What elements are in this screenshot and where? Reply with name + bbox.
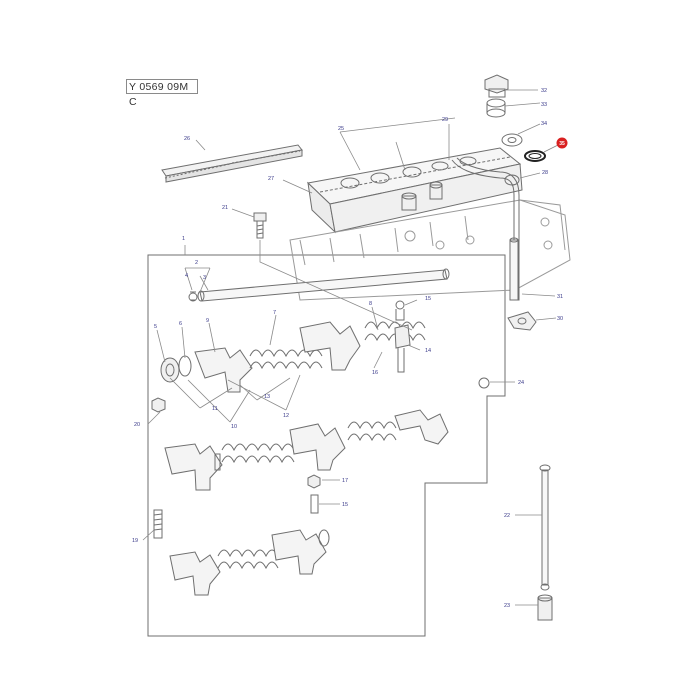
callout-label: 27 <box>268 176 274 182</box>
callout-label: 19 <box>132 538 138 544</box>
callout-label: 3 <box>203 275 206 281</box>
callout-label: 25 <box>338 126 344 132</box>
leader-lines <box>142 89 559 606</box>
callout-label: 1 <box>182 236 185 242</box>
callout-label: 15 <box>425 296 431 302</box>
callout-label: 33 <box>541 102 547 108</box>
diagram-reference-code: Y 0569 09M C <box>126 79 198 108</box>
adjusting-screw-part <box>310 494 319 514</box>
tappet-part <box>537 594 553 621</box>
callout-label: 32 <box>541 88 547 94</box>
callout-label: 24 <box>518 380 524 386</box>
callout-label: 9 <box>206 318 209 324</box>
callout-label: 10 <box>231 424 237 430</box>
callout-label: 2 <box>195 260 198 266</box>
callout-label: 31 <box>557 294 563 300</box>
callout-label: 7 <box>273 310 276 316</box>
oil-pipe-part <box>451 157 520 301</box>
rocker-cover-gasket-part <box>161 144 303 183</box>
assembly-frame <box>147 254 506 637</box>
lower-rocker-assembly <box>169 529 330 596</box>
stud-part <box>153 509 163 539</box>
callout-label: 15 <box>342 502 348 508</box>
rocker-shaft-part <box>188 268 450 302</box>
highlighted-part-marker: 35 <box>556 137 568 149</box>
nut-part <box>151 397 166 413</box>
callout-labels: 1 2 3 4 5 6 7 8 9 10 11 12 13 14 15 15 1… <box>132 88 563 609</box>
callout-label: 11 <box>212 406 218 412</box>
lock-nut-part <box>307 474 321 489</box>
seal-ring-part <box>524 150 546 162</box>
callout-label: 4 <box>185 273 188 279</box>
clamp-part <box>507 311 537 331</box>
plug-part <box>478 377 490 389</box>
callout-label: 34 <box>541 121 547 127</box>
upper-rocker-assembly <box>160 300 426 393</box>
callout-label: 20 <box>134 422 140 428</box>
callout-label: 21 <box>222 205 228 211</box>
callout-label: 22 <box>504 513 510 519</box>
washer-part <box>501 133 523 147</box>
sleeve-part <box>486 98 506 118</box>
callout-label: 30 <box>557 316 563 322</box>
callout-label: 28 <box>542 170 548 176</box>
rocker-cover-part <box>306 147 523 234</box>
engine-head-part <box>289 199 571 301</box>
highlighted-part-number: 35 <box>559 141 565 147</box>
callout-label: 8 <box>369 301 372 307</box>
bolt-part <box>253 212 267 239</box>
callout-label: 17 <box>342 478 348 484</box>
callout-label: 14 <box>425 348 431 354</box>
callout-label: 29 <box>442 117 448 123</box>
cap-bolt-part <box>484 74 509 98</box>
callout-label: 16 <box>372 370 378 376</box>
push-rod-part <box>539 464 551 591</box>
callout-label: 5 <box>154 324 157 330</box>
callout-label: 6 <box>179 321 182 327</box>
callout-label: 23 <box>504 603 510 609</box>
callout-label: 13 <box>264 394 270 400</box>
callout-label: 26 <box>184 136 190 142</box>
middle-rocker-assembly <box>164 409 449 491</box>
callout-label: 12 <box>283 413 289 419</box>
